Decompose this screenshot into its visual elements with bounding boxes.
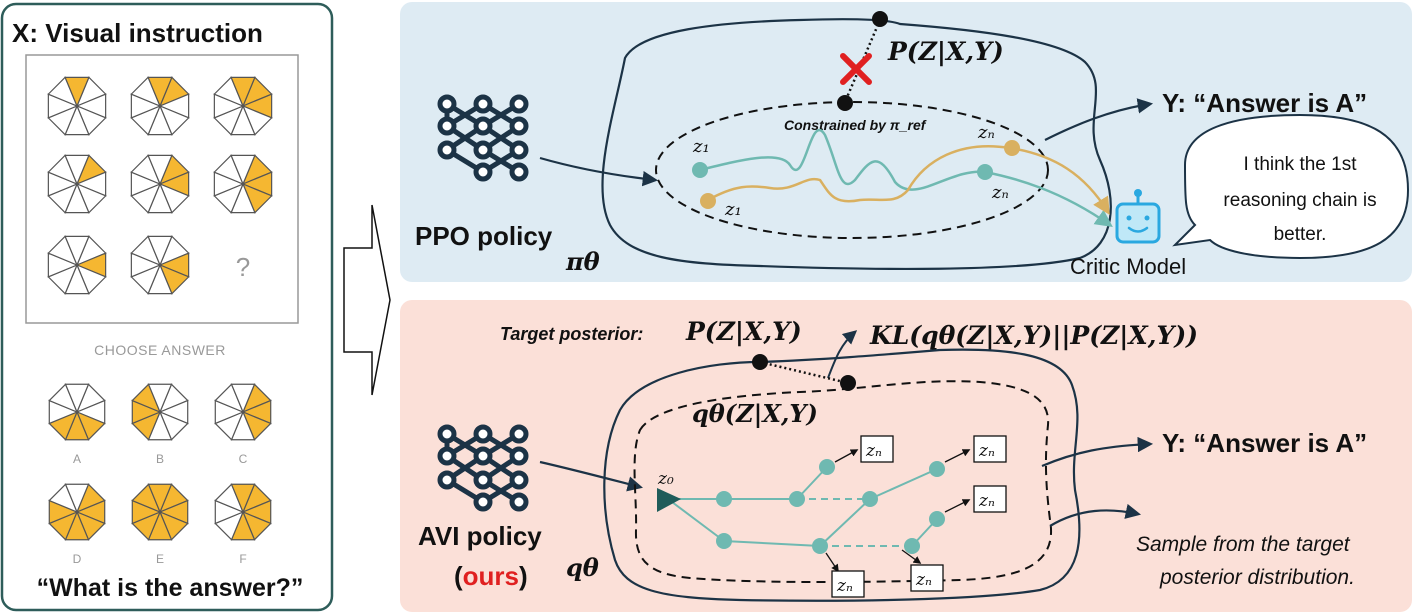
answer-option-letter: D [73,552,82,566]
ppo-chain-gold [707,145,1110,215]
kl-pointer-arrow [827,330,858,379]
ppo-output-arrow [1044,98,1154,141]
ppo-outer-distribution [601,18,1112,271]
answer-option-octagon [48,383,106,441]
ppo-zn-node-gold [1004,140,1020,156]
answer-option-letter: B [156,452,164,466]
left-panel-title: X: Visual instruction [12,18,263,48]
ppo-zn-bottom-label: zₙ [991,182,1009,203]
avi-sample-arrow [1049,503,1142,527]
ppo-zn-top-label: zₙ [977,122,995,143]
avi-variational-point [840,375,856,391]
puzzle-octagon [213,76,273,136]
ppo-posterior-label: P(Z|X,Y) [887,37,1004,66]
puzzle-octagon [130,235,190,295]
reasoning-tree [657,435,1007,598]
answer-option-letter: C [239,452,248,466]
puzzle-octagon [47,154,107,214]
speech-line-3: better. [1274,224,1327,245]
ours-highlight: ours [463,561,519,591]
puzzle-grid [47,76,273,295]
avi-outer-distribution [603,348,1081,602]
answer-option-octagon [131,483,189,541]
answer-option-letter: A [73,452,81,466]
avi-panel [400,300,1412,612]
zn-leaf-5: zₙ [915,570,932,590]
big-arrow-icon [343,204,391,396]
zn-leaf-2: zₙ [978,441,995,461]
answer-option-octagon [214,483,272,541]
robot-icon [1115,189,1161,244]
target-posterior-label: Target posterior: [500,324,643,344]
ppo-reference-region [655,101,1049,239]
ppo-policy-symbol: πθ [565,247,600,276]
puzzle-octagon [213,154,273,214]
kl-formula: KL(qθ(Z|X,Y)||P(Z|X,Y)) [869,321,1198,350]
answer-option-letter: E [156,552,164,566]
ppo-constraint-label: Constrained by π_ref [784,117,927,133]
speech-line-1: I think the 1st [1243,154,1357,175]
ppo-answer-text: Y: “Answer is A” [1162,88,1367,118]
z0-label: z₀ [657,469,674,489]
q-theta-formula: qθ(Z|X,Y) [692,399,818,428]
critic-model-label: Critic Model [1070,254,1186,279]
puzzle-octagon [47,76,107,136]
avi-policy-symbol: qθ [566,553,599,582]
ppo-z1-bottom-label: z₁ [724,199,742,220]
ppo-reference-point [837,95,853,111]
answer-option-letter: F [239,552,246,566]
avi-output-arrow [1041,436,1154,468]
target-posterior-formula: P(Z|X,Y) [685,317,802,346]
avi-posterior-point [752,354,768,370]
avi-variational-region [633,380,1053,583]
answer-option-octagon [48,483,106,541]
question-text: “What is the answer?” [37,574,304,602]
zn-leaf-3: zₙ [978,491,995,511]
ours-label: (ours) [454,561,528,591]
sample-text-line-2: posterior distribution. [1159,566,1355,589]
critic-speech-bubble [1172,113,1410,260]
speech-line-2: reasoning chain is [1223,190,1376,211]
avi-kl-dotted-link [759,360,849,385]
answer-option-octagon [214,383,272,441]
ppo-z1-top-label: z₁ [692,136,710,157]
choose-answer-label: CHOOSE ANSWER [94,342,226,358]
ppo-z1-node-gold [700,193,716,209]
answer-options: A B C D E F [48,383,272,566]
avi-answer-text: Y: “Answer is A” [1162,428,1367,458]
missing-cell-question-mark: ? [236,252,250,282]
puzzle-octagon [130,154,190,214]
ppo-input-arrow [539,156,659,187]
cross-icon [840,53,872,85]
puzzle-octagon [130,76,190,136]
ppo-z1-node-teal [692,162,708,178]
avi-policy-label: AVI policy [418,521,542,551]
zn-leaf-1: zₙ [865,441,882,461]
zn-leaf-4: zₙ [836,576,853,596]
answer-option-octagon [131,383,189,441]
ppo-posterior-point [872,11,888,27]
sample-text-line-1: Sample from the target [1136,533,1351,556]
ppo-policy-label: PPO policy [415,221,553,251]
ppo-zn-node-teal [977,164,993,180]
puzzle-octagon [47,235,107,295]
avi-input-arrow [539,460,643,492]
